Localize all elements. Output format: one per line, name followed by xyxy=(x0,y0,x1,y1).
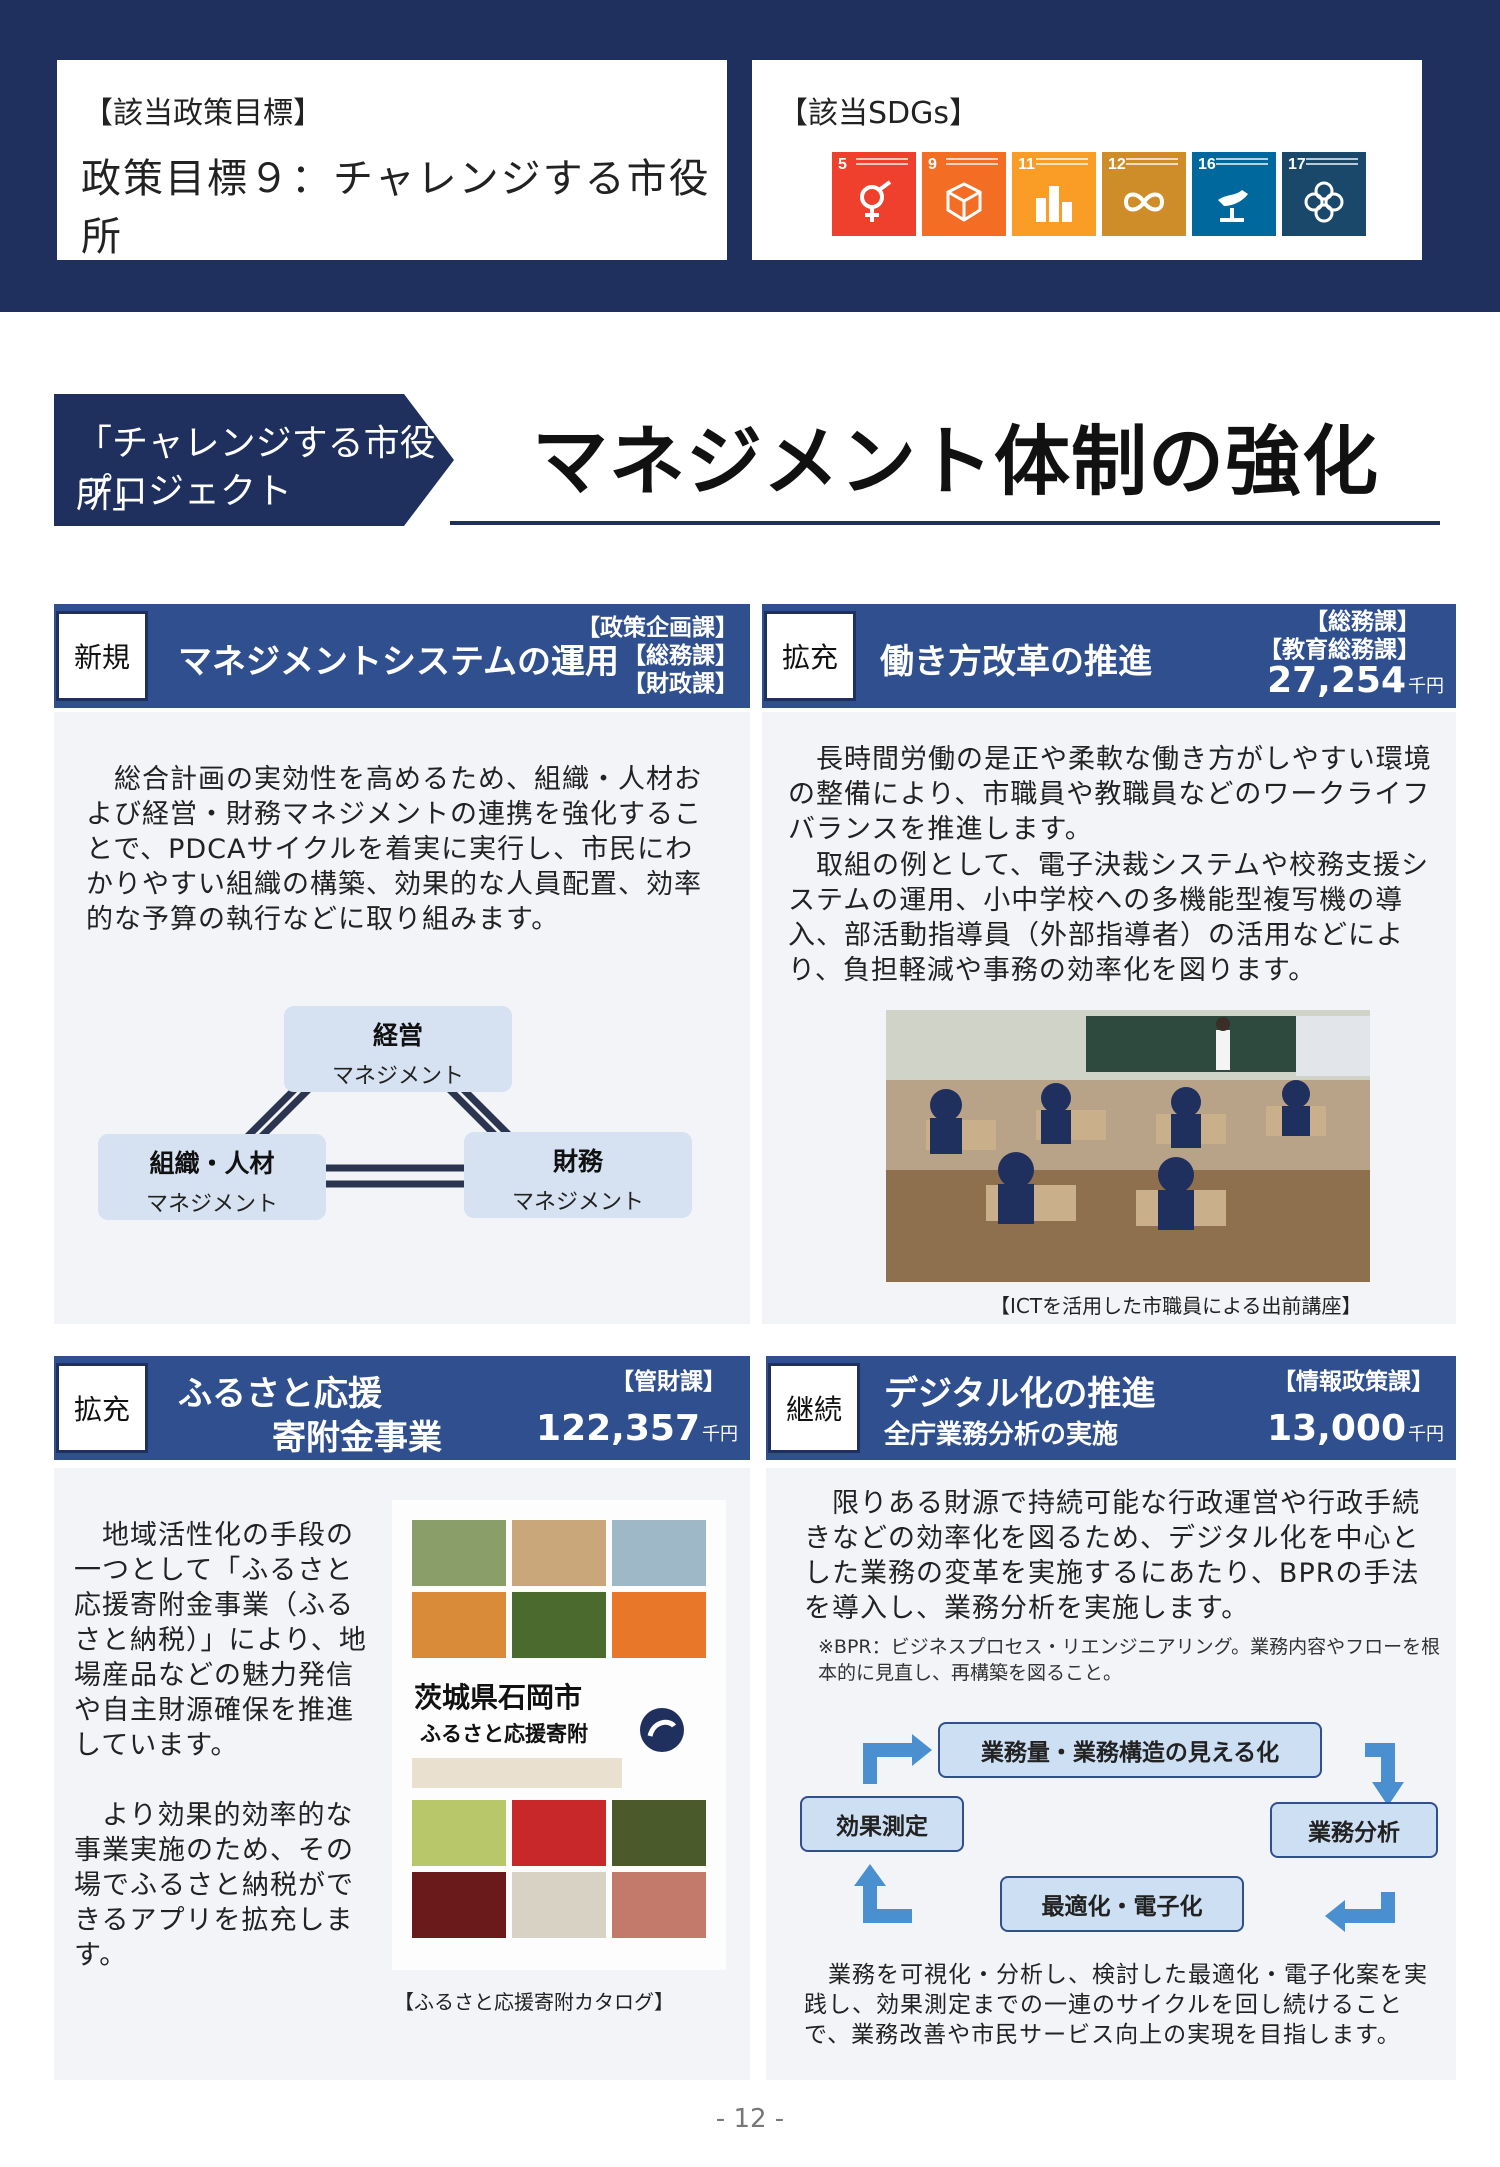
cycle-arrows xyxy=(854,1734,1404,1932)
card-title-line2: 全庁業務分析の実施 xyxy=(884,1420,1119,1450)
sdg-9-icon: 9 xyxy=(922,152,1006,236)
cycle-step-optimize: 最適化・電子化 xyxy=(1000,1876,1244,1932)
department-list: 【政策企画課】 【総務課】 【財政課】 xyxy=(577,615,738,697)
status-badge: 拡充 xyxy=(764,611,856,701)
diagram-node-management: 経営 マネジメント xyxy=(284,1006,512,1092)
department-list: 【情報政策課】 xyxy=(1273,1369,1434,1395)
sdg-16-icon: 16 xyxy=(1192,152,1276,236)
sdgs-box: 【該当SDGs】 5 9 11 12 16 17 xyxy=(752,60,1422,260)
status-badge: 継続 xyxy=(768,1363,860,1453)
furusato-body-1: 地域活性化の手段の一つとして「ふるさと応援寄附金事業（ふるさと納税）」により、地… xyxy=(74,1520,367,1761)
sdg-5-icon: 5 xyxy=(832,152,916,236)
status-badge: 拡充 xyxy=(56,1363,148,1453)
department-list: 【総務課】 【教育総務課】 xyxy=(1259,609,1420,663)
card-title: 働き方改革の推進 xyxy=(880,642,1152,682)
sdgs-heading: 【該当SDGs】 xyxy=(778,96,980,131)
furusato-catalog-cover: 茨城県石岡市 ふるさと応援寄附 xyxy=(392,1500,726,1970)
furusato-body-2: より効果的効率的な事業実施のため、その場でふるさと納税ができるアプリを拡充します… xyxy=(74,1800,354,1971)
workstyle-body-2: 取組の例として、電子決裁システムや校務支援システムの運用、小中学校への多機能型複… xyxy=(788,850,1430,986)
diagram-node-finance: 財務 マネジメント xyxy=(464,1132,692,1218)
management-body: 総合計画の実効性を高めるため、組織・人材および経営・財務マネジメントの連携を強化… xyxy=(86,764,702,935)
project-tag-line1: 「チャレンジする市役所」 xyxy=(76,423,436,516)
sdg-17-icon: 17 xyxy=(1282,152,1366,236)
policy-goal-text: 政策目標９：チャレンジする市役所 xyxy=(81,156,711,260)
policy-goal-heading: 【該当政策目標】 xyxy=(83,96,323,131)
diagram-node-organization: 組織・人材 マネジメント xyxy=(98,1134,326,1220)
sdg-11-icon: 11 xyxy=(1012,152,1096,236)
catalog-caption: 【ふるさと応援寄附カタログ】 xyxy=(394,1990,674,2014)
management-card-header: 新規 マネジメントシステムの運用 【政策企画課】 【総務課】 【財政課】 xyxy=(54,604,750,708)
workstyle-body-1: 長時間労働の是正や柔軟な働き方がしやすい環境の整備により、市職員や教職員などのワ… xyxy=(788,744,1432,845)
digital-body: 限りある財源で持続可能な行政運営や行政手続きなどの効率化を図るため、デジタル化を… xyxy=(804,1488,1420,1624)
card-title-line1: デジタル化の推進 xyxy=(884,1374,1156,1414)
card-title: マネジメントシステムの運用 xyxy=(178,642,619,682)
bpr-note: ※BPR：ビジネスプロセス・リエンジニアリング。業務内容やフローを根本的に見直し… xyxy=(818,1636,1441,1684)
policy-goal-box: 【該当政策目標】 政策目標９：チャレンジする市役所 xyxy=(57,60,727,260)
page-number: - 12 - xyxy=(715,2104,785,2134)
catalog-subtitle: ふるさと応援寄附 xyxy=(420,1722,588,1746)
status-badge: 新規 xyxy=(56,611,148,701)
title-underline xyxy=(450,521,1440,525)
cycle-step-analysis: 業務分析 xyxy=(1270,1802,1438,1858)
digital-footer: 業務を可視化・分析し、検討した最適化・電子化案を実践し、効果測定までの一連のサイ… xyxy=(804,1962,1428,2048)
project-tag-line2: プロジェクト xyxy=(76,471,293,512)
project-tag: 「チャレンジする市役所」 プロジェクト xyxy=(54,394,454,526)
photo-caption: 【ICTを活用した市職員による出前講座】 xyxy=(990,1294,1362,1318)
page-title: マネジメント体制の強化 xyxy=(532,417,1379,506)
card-title-line1: ふるさと応援 xyxy=(178,1374,382,1414)
cycle-step-measure: 効果測定 xyxy=(800,1796,964,1852)
card-title-line2: 寄附金事業 xyxy=(272,1418,442,1458)
sdg-12-icon: 12 xyxy=(1102,152,1186,236)
sdg-icons: 5 9 11 12 16 17 xyxy=(832,152,1366,236)
cycle-step-visualize: 業務量・業務構造の見える化 xyxy=(938,1722,1322,1778)
classroom-photo xyxy=(886,1010,1370,1282)
department-list: 【管財課】 xyxy=(611,1369,726,1395)
catalog-title: 茨城県石岡市 xyxy=(414,1681,583,1714)
